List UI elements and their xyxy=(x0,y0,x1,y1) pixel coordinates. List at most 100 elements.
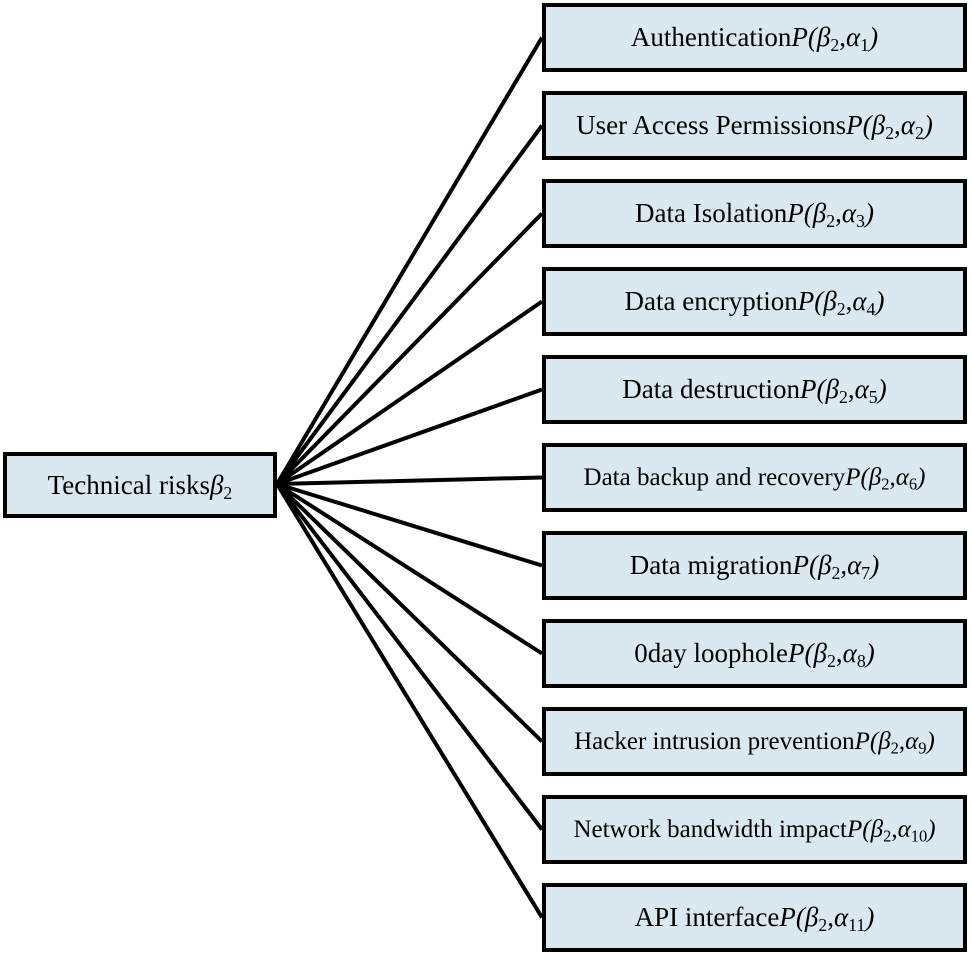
comma: , xyxy=(894,110,901,141)
leaf-node-label-alpha3: Data IsolationP(β2,α3) xyxy=(635,198,874,232)
math-symbol-β: β2 xyxy=(823,286,846,320)
leaf-node-alpha8[interactable]: 0day loopholeP(β2,α8) xyxy=(542,619,967,688)
math-symbol-β: β2 xyxy=(818,550,841,584)
math-symbol-β: β2 xyxy=(804,902,828,936)
comma: , xyxy=(891,815,898,843)
comma: , xyxy=(827,902,834,933)
root-node-label: Technical risksβ2 xyxy=(47,469,233,503)
paren-open: ( xyxy=(816,374,826,405)
leaf-node-label-alpha9: Hacker intrusion preventionP(β2,α9) xyxy=(574,727,935,758)
math-symbol-α: α11 xyxy=(833,902,866,936)
math-symbol-P: P xyxy=(847,815,863,843)
paren-open: ( xyxy=(803,198,813,229)
leaf-node-alpha6[interactable]: Data backup and recoveryP(β2,α6) xyxy=(542,443,967,512)
math-symbol-β: β2 xyxy=(209,469,233,503)
comma: , xyxy=(839,22,846,53)
math-symbol-β: β2 xyxy=(825,374,848,408)
math-symbol-α: α10 xyxy=(897,815,928,846)
paren-open: ( xyxy=(809,550,818,581)
paren-close: ) xyxy=(869,22,879,53)
paren-open: ( xyxy=(795,902,805,933)
connector-line-alpha5 xyxy=(276,387,543,486)
math-symbol-α: α8 xyxy=(842,638,866,672)
math-symbol-P: P xyxy=(787,198,804,229)
comma: , xyxy=(835,638,843,669)
leaf-node-label-alpha8: 0day loopholeP(β2,α8) xyxy=(634,638,875,672)
math-symbol-β: β2 xyxy=(812,198,836,232)
paren-close: ) xyxy=(864,198,874,229)
math-symbol-β: β2 xyxy=(878,727,899,758)
connector-line-alpha1 xyxy=(275,36,544,486)
connector-line-alpha3 xyxy=(275,212,544,486)
leaf-node-label-alpha11: API interfaceP(β2,α11) xyxy=(634,902,875,936)
connector-line-alpha7 xyxy=(276,482,543,568)
connector-line-alpha10 xyxy=(275,482,544,831)
leaf-node-label-alpha4: Data encryptionP(β2,α4) xyxy=(624,286,885,320)
comma: , xyxy=(847,374,855,405)
connector-line-alpha8 xyxy=(275,482,544,656)
math-symbol-β: β2 xyxy=(870,815,892,846)
paren-close: ) xyxy=(877,374,887,405)
paren-close: ) xyxy=(917,463,926,491)
math-symbol-P: P xyxy=(791,22,808,53)
connector-line-alpha4 xyxy=(275,299,544,486)
leaf-node-alpha3[interactable]: Data IsolationP(β2,α3) xyxy=(542,179,967,248)
math-symbol-P: P xyxy=(788,638,805,669)
leaf-node-label-alpha2: User Access PermissionsP(β2,α2) xyxy=(576,110,933,144)
math-symbol-α: α1 xyxy=(845,22,870,56)
leaf-node-label-alpha6: Data backup and recoveryP(β2,α6) xyxy=(583,463,926,494)
math-symbol-β: β2 xyxy=(868,463,890,494)
paren-close: ) xyxy=(865,902,875,933)
comma: , xyxy=(845,286,853,317)
math-symbol-β: β2 xyxy=(816,22,840,56)
paren-close: ) xyxy=(875,286,885,317)
leaf-node-label-alpha5: Data destructionP(β2,α5) xyxy=(622,374,887,408)
leaf-node-alpha9[interactable]: Hacker intrusion preventionP(β2,α9) xyxy=(542,707,967,776)
math-symbol-α: α4 xyxy=(852,286,876,320)
paren-open: ( xyxy=(862,110,872,141)
math-symbol-β: β2 xyxy=(813,638,836,672)
leaf-node-label-alpha10: Network bandwidth impactP(β2,α10) xyxy=(573,815,936,846)
paren-open: ( xyxy=(807,22,817,53)
paren-close: ) xyxy=(865,638,875,669)
paren-open: ( xyxy=(860,463,869,491)
math-symbol-P: P xyxy=(845,463,861,491)
paren-close: ) xyxy=(870,550,880,581)
math-symbol-α: α5 xyxy=(854,374,878,408)
paren-open: ( xyxy=(804,638,814,669)
connector-line-alpha6 xyxy=(276,475,543,486)
connector-line-alpha11 xyxy=(275,482,544,919)
root-node-technical-risks[interactable]: Technical risksβ2 xyxy=(3,452,277,518)
leaf-node-alpha5[interactable]: Data destructionP(β2,α5) xyxy=(542,355,967,424)
math-symbol-P: P xyxy=(792,550,810,581)
leaf-node-alpha7[interactable]: Data migrationP(β2,α7) xyxy=(542,531,967,600)
leaf-node-alpha10[interactable]: Network bandwidth impactP(β2,α10) xyxy=(542,795,967,864)
paren-open: ( xyxy=(814,286,824,317)
paren-close: ) xyxy=(923,110,933,141)
paren-open: ( xyxy=(862,815,871,843)
leaf-node-alpha11[interactable]: API interfaceP(β2,α11) xyxy=(542,883,967,952)
comma: , xyxy=(898,727,906,755)
comma: , xyxy=(889,463,896,491)
math-symbol-P: P xyxy=(779,902,796,933)
leaf-node-alpha4[interactable]: Data encryptionP(β2,α4) xyxy=(542,267,967,336)
connector-line-alpha9 xyxy=(275,482,544,743)
leaf-node-label-alpha1: AuthenticationP(β2,α1) xyxy=(630,22,879,56)
math-symbol-P: P xyxy=(846,110,863,141)
math-symbol-α: α9 xyxy=(905,727,927,758)
connector-line-alpha2 xyxy=(275,124,544,486)
paren-open: ( xyxy=(869,727,879,755)
math-symbol-P: P xyxy=(797,286,815,317)
math-symbol-P: P xyxy=(800,374,817,405)
math-symbol-α: α7 xyxy=(847,550,871,584)
math-symbol-β: β2 xyxy=(871,110,894,144)
paren-close: ) xyxy=(926,727,935,755)
leaf-node-alpha2[interactable]: User Access PermissionsP(β2,α2) xyxy=(542,91,967,160)
paren-close: ) xyxy=(927,815,936,843)
comma: , xyxy=(840,550,848,581)
comma: , xyxy=(835,198,842,229)
leaf-node-alpha1[interactable]: AuthenticationP(β2,α1) xyxy=(542,3,967,72)
leaf-node-label-alpha7: Data migrationP(β2,α7) xyxy=(629,550,880,584)
math-symbol-α: α2 xyxy=(900,110,924,144)
